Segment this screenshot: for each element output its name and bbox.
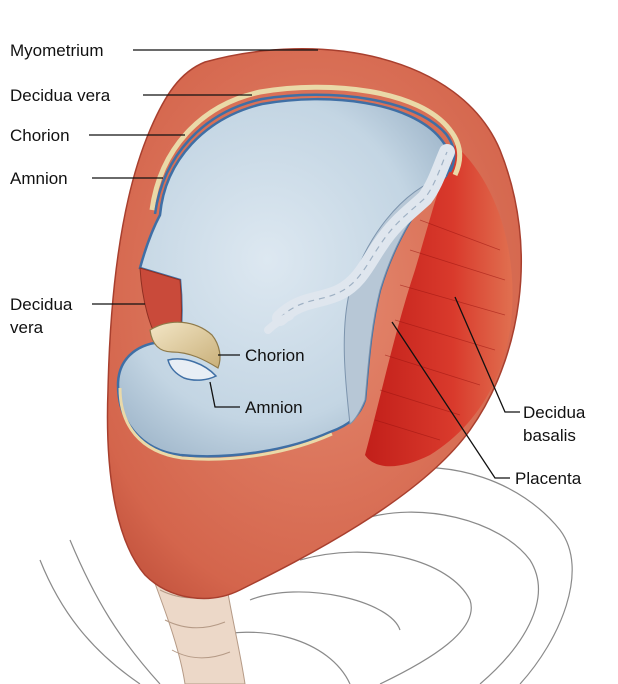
- label-amnion-top: Amnion: [10, 169, 68, 188]
- label-decidua-vera-top: Decidua vera: [10, 86, 111, 105]
- label-chorion-flap: Chorion: [245, 346, 305, 365]
- label-decidua-basalis-line1: Decidua: [523, 403, 586, 422]
- label-chorion-top: Chorion: [10, 126, 70, 145]
- label-decidua-vera-side-line2: vera: [10, 318, 44, 337]
- label-placenta: Placenta: [515, 469, 582, 488]
- label-decidua-basalis-line2: basalis: [523, 426, 576, 445]
- label-decidua-vera-side-line1: Decidua: [10, 295, 73, 314]
- label-amnion-flap: Amnion: [245, 398, 303, 417]
- label-myometrium: Myometrium: [10, 41, 104, 60]
